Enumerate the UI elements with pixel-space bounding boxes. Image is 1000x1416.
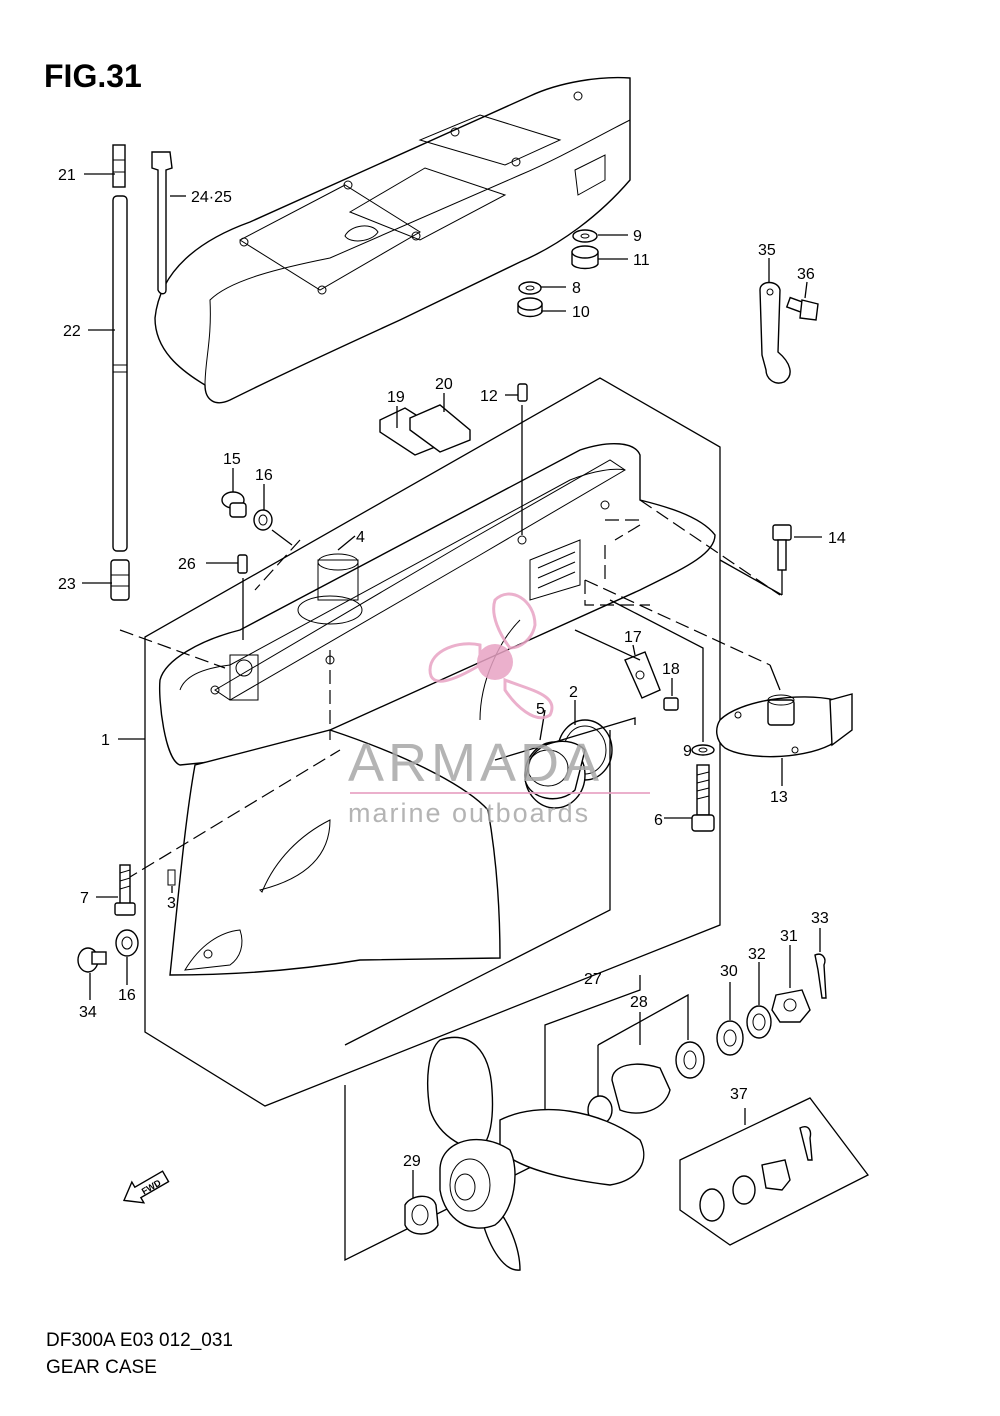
- bolt-36: [785, 296, 819, 321]
- callout-4: 4: [356, 529, 365, 546]
- callout-11: 11: [633, 252, 650, 269]
- callout-9-top: 9: [633, 228, 642, 245]
- callout-17: 17: [624, 629, 642, 646]
- washer-32: [746, 1005, 772, 1039]
- callout-23: 23: [58, 576, 76, 593]
- plug-15: [221, 491, 247, 518]
- washer-9-top: [572, 229, 598, 243]
- armada-propeller-logo-icon: [428, 592, 554, 720]
- water-tube: [112, 195, 128, 552]
- anode-bracket-35: [759, 281, 791, 384]
- dowel-pin-26: [237, 554, 248, 574]
- fwd-direction-marker: FWD: [122, 1170, 170, 1204]
- zinc-anode-34: [77, 947, 107, 973]
- callout-7: 7: [80, 890, 89, 907]
- callout-21: 21: [58, 167, 76, 184]
- callout-31: 31: [780, 928, 798, 945]
- callout-labels: 21 24·25 22 23 1 9 11 8 10 12 19 20 15 1…: [58, 167, 846, 1170]
- watermark-tagline: marine outboards: [348, 798, 590, 828]
- callout-19: 19: [387, 389, 405, 406]
- callout-28: 28: [630, 994, 648, 1011]
- callout-12: 12: [480, 388, 498, 405]
- washer-9-right: [691, 744, 715, 756]
- callout-10: 10: [572, 304, 590, 321]
- callout-16-bottom: 16: [118, 987, 136, 1004]
- callout-36: 36: [797, 266, 815, 283]
- callout-33: 33: [811, 910, 829, 927]
- gear-case-body: [158, 442, 716, 976]
- callout-1: 1: [101, 732, 110, 749]
- nut-10: [517, 297, 543, 318]
- pin-3: [167, 869, 176, 886]
- model-code: DF300A E03 012_031: [46, 1330, 233, 1351]
- section-name: GEAR CASE: [46, 1357, 157, 1378]
- kit-37-outline: [679, 1097, 869, 1246]
- washer-16-top: [253, 509, 273, 531]
- kit-37-parts: [699, 1126, 813, 1222]
- nut-11: [571, 245, 599, 270]
- spacer-28: [587, 1041, 705, 1125]
- callout-27: 27: [584, 971, 602, 988]
- bolt-7: [114, 864, 136, 916]
- shim-17: [624, 651, 661, 699]
- cotter-pin-33: [814, 953, 827, 999]
- bolt-14: [772, 524, 792, 571]
- thrust-washer-29: [404, 1195, 439, 1235]
- callout-16-top: 16: [255, 467, 273, 484]
- callout-3: 3: [167, 895, 176, 912]
- leader-lines: [82, 173, 822, 1198]
- tube-top-fitting: [112, 144, 126, 188]
- propeller: [427, 1036, 645, 1271]
- washer-8: [518, 281, 542, 295]
- callout-5: 5: [536, 701, 545, 718]
- bolt-6: [691, 764, 715, 832]
- callout-37: 37: [730, 1086, 748, 1103]
- gear-case-group-outline: [144, 377, 721, 1107]
- callout-8: 8: [572, 280, 581, 297]
- callout-18: 18: [662, 661, 680, 678]
- figure-title: FIG.31: [44, 58, 142, 94]
- callout-30: 30: [720, 963, 738, 980]
- callout-29: 29: [403, 1153, 421, 1170]
- screw-18: [663, 697, 679, 711]
- callout-32: 32: [748, 946, 766, 963]
- watermark-brand: ARMADA: [348, 733, 603, 793]
- pin-12: [517, 383, 528, 402]
- callout-13: 13: [770, 789, 788, 806]
- callout-34: 34: [79, 1004, 97, 1021]
- anti-ventilation-plate: [154, 76, 631, 404]
- plate-20: [409, 404, 471, 453]
- callout-14: 14: [828, 530, 846, 547]
- callout-22: 22: [63, 323, 81, 340]
- callout-2: 2: [569, 684, 578, 701]
- callout-20: 20: [435, 376, 453, 393]
- callout-6: 6: [654, 812, 663, 829]
- callout-15: 15: [223, 451, 241, 468]
- callout-26: 26: [178, 556, 196, 573]
- callout-35: 35: [758, 242, 776, 259]
- cable-tie: [151, 151, 173, 295]
- armada-watermark: ARMADA marine outboards: [348, 592, 650, 828]
- bushing-5: [524, 740, 586, 809]
- washer-30: [716, 1020, 744, 1056]
- washer-16-bottom: [115, 929, 139, 957]
- nut-31: [771, 989, 811, 1023]
- tube-bottom-fitting: [110, 559, 130, 601]
- trim-tab-13: [716, 693, 853, 758]
- callout-9-right: 9: [683, 743, 692, 760]
- callout-24-25: 24·25: [191, 189, 232, 206]
